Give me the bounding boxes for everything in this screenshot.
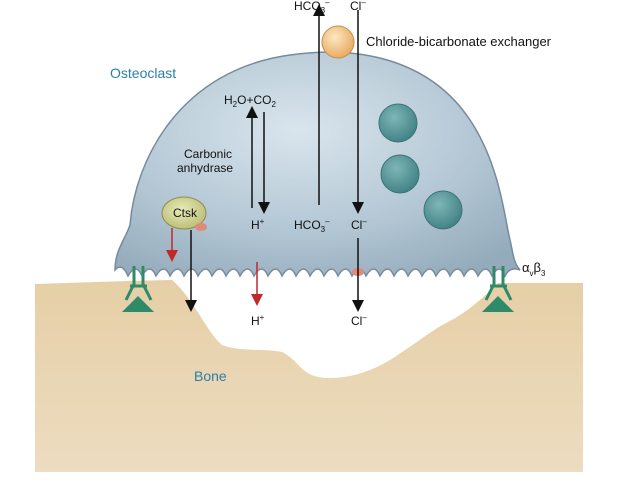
bicarbonate-top: HCO3– bbox=[294, 0, 330, 15]
integrin-left bbox=[124, 266, 153, 301]
exchanger-protein bbox=[321, 25, 355, 59]
integrin-left-base bbox=[122, 296, 154, 312]
ctsk-red-dot bbox=[195, 223, 207, 231]
osteoclast-cell bbox=[114, 51, 521, 278]
chloride-top: Cl– bbox=[350, 0, 366, 13]
vesicle-1 bbox=[378, 103, 418, 143]
ctsk-label: Ctsk bbox=[173, 206, 198, 220]
integrin-right bbox=[484, 266, 513, 301]
carbonic-label-line1: Carbonic bbox=[184, 147, 232, 161]
bicarbonate-inside: HCO3– bbox=[294, 217, 330, 234]
integrin-right-base bbox=[482, 296, 514, 312]
exchanger-label: Chloride-bicarbonate exchanger bbox=[366, 34, 552, 49]
chloride-inside: Cl– bbox=[351, 217, 367, 232]
ctsk-vesicle bbox=[161, 196, 207, 230]
osteoclast-label: Osteoclast bbox=[110, 65, 176, 81]
h-plus-inside: H+ bbox=[251, 217, 265, 232]
integrin-label: αvβ3 bbox=[522, 260, 546, 278]
bone-tissue bbox=[35, 280, 583, 472]
chloride-outside: Cl– bbox=[351, 313, 367, 328]
vesicle-2 bbox=[380, 154, 420, 194]
h-plus-outside: H+ bbox=[251, 313, 265, 328]
bone-label: Bone bbox=[194, 368, 227, 384]
carbonic-label-line2: anhydrase bbox=[177, 161, 233, 175]
water-co2-label: H2O+CO2 bbox=[224, 93, 276, 109]
vesicle-3 bbox=[423, 190, 463, 230]
